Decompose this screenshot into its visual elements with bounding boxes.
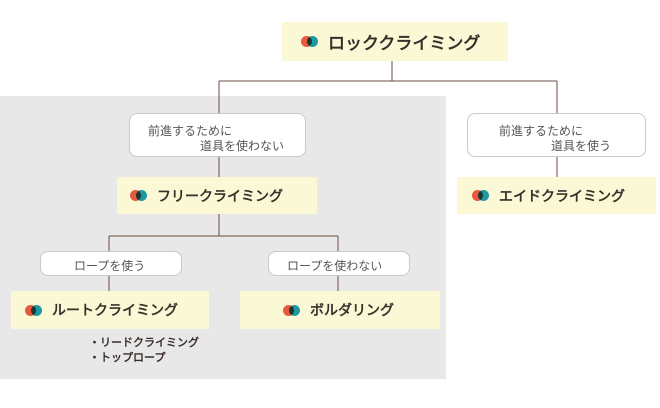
- condition-box-no-rope: ロープを使わない: [268, 251, 410, 276]
- overlapping-circles-icon: [301, 36, 318, 47]
- root-node: ロッククライミング: [282, 22, 508, 61]
- overlapping-circles-icon: [25, 304, 42, 316]
- condition-text: ロープを使わない: [287, 259, 383, 273]
- condition-box-no-tools: 前進するために 道具を使わない: [129, 113, 306, 157]
- condition-text: 前進するために: [499, 124, 584, 138]
- list-item: ・トップロープ: [89, 351, 166, 364]
- node-label: ルートクライミング: [52, 303, 178, 319]
- free-climbing-node: フリークライミング: [117, 177, 317, 214]
- overlapping-circles-icon: [283, 304, 300, 316]
- condition-box-rope: ロープを使う: [40, 251, 182, 276]
- condition-text: 道具を使う: [551, 139, 612, 153]
- node-label: ボルダリング: [310, 303, 394, 319]
- condition-text: 前進するために: [148, 124, 233, 138]
- node-label: フリークライミング: [157, 188, 283, 205]
- condition-text: 道具を使わない: [200, 139, 285, 153]
- condition-text: ロープを使う: [74, 259, 146, 273]
- route-subtype-list: ・リードクライミング ・トップロープ: [89, 335, 199, 365]
- condition-box-tools: 前進するために 道具を使う: [467, 113, 646, 157]
- aid-climbing-node: エイドクライミング: [457, 177, 656, 214]
- node-label: ロッククライミング: [328, 34, 481, 54]
- bouldering-node: ボルダリング: [240, 291, 440, 329]
- route-climbing-node: ルートクライミング: [11, 291, 209, 329]
- list-item: ・リードクライミング: [89, 336, 199, 349]
- node-label: エイドクライミング: [499, 188, 625, 205]
- overlapping-circles-icon: [472, 190, 489, 201]
- overlapping-circles-icon: [130, 190, 147, 201]
